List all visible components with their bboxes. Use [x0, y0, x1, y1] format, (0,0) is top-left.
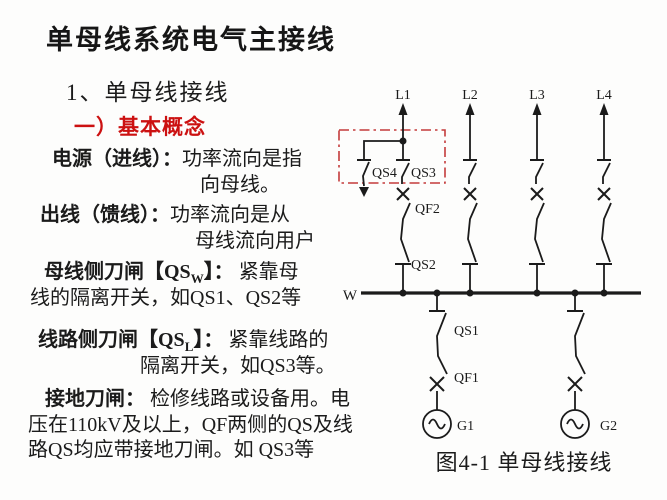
feeder-label-l3: L3	[529, 88, 545, 103]
subscript-w: W	[190, 271, 204, 286]
breaker-qf2-icon	[396, 187, 411, 263]
label-qf1: QF1	[454, 371, 479, 386]
generator-branch-g1	[422, 289, 452, 439]
generator-icon	[422, 409, 452, 439]
def-line-side-line2: 隔离开关，如QS3等。	[140, 355, 336, 377]
breaker-icon	[567, 376, 583, 392]
feeder-label-l2: L2	[462, 88, 478, 103]
arrow-up-icon	[599, 103, 609, 115]
feeder-label-l1: L1	[395, 88, 411, 103]
def-line-side-term: 线路侧刀闸【QSL】：	[38, 329, 224, 354]
def-outgoing-line1: 出线（馈线）：功率流向是从	[40, 204, 290, 227]
label-qs3: QS3	[411, 166, 436, 181]
def-bus-side-desc: 紧靠母	[233, 261, 299, 283]
breaker-qf1-icon	[429, 376, 445, 392]
section-heading: 一）基本概念	[74, 116, 206, 139]
def-grounding-line2: 压在110kV及以上，QF两侧的QS及线	[28, 414, 353, 436]
def-line-side-desc: 紧靠线路的	[223, 329, 329, 351]
def-bus-side-term: 母线侧刀闸【QSW】：	[44, 261, 234, 286]
breaker-icon	[530, 187, 545, 263]
breaker-icon	[597, 187, 612, 263]
highlight-box	[338, 129, 446, 184]
feeder-L4	[596, 103, 612, 297]
figure-caption: 图4-1 单母线接线	[436, 450, 613, 475]
feeder-L3	[529, 103, 545, 297]
grounding-branch-qs4	[357, 137, 407, 197]
def-outgoing-line2: 母线流向用户	[195, 230, 315, 252]
arrow-up-icon	[465, 103, 475, 115]
def-bus-side-line1: 母线侧刀闸【QSW】： 紧靠母	[44, 261, 299, 286]
def-source-term: 电源（进线）：	[52, 148, 182, 170]
label-qs1: QS1	[454, 324, 479, 339]
ground-arrow-icon	[359, 187, 369, 197]
feeder-L1	[395, 103, 411, 297]
slide-subtitle: 1、单母线接线	[66, 80, 230, 105]
def-source-line2: 向母线。	[200, 174, 280, 196]
def-grounding-line3: 路QS均应带接地刀闸。如 QS3等	[28, 439, 315, 461]
def-source-line1: 电源（进线）：功率流向是指	[52, 148, 302, 171]
def-source-desc: 功率流向是指	[182, 148, 302, 170]
label-qf2: QF2	[415, 202, 440, 217]
def-line-side-line1: 线路侧刀闸【QSL】： 紧靠线路的	[38, 329, 329, 354]
feeder-L2	[462, 103, 478, 297]
def-bus-side-line2: 线的隔离开关，如QS1、QS2等	[30, 287, 302, 309]
generator-branch-g2	[560, 289, 590, 439]
def-outgoing-term: 出线（馈线）：	[40, 204, 170, 226]
label-qs4: QS4	[372, 166, 397, 181]
busbar-label: W	[343, 288, 358, 304]
arrow-up-icon	[398, 103, 408, 115]
def-grounding-desc: 检修线路或设备用。电	[145, 388, 350, 410]
page-title: 单母线系统电气主接线	[46, 25, 336, 55]
def-outgoing-desc: 功率流向是从	[170, 204, 290, 226]
label-qs2: QS2	[411, 258, 436, 273]
breaker-icon	[463, 187, 478, 263]
subscript-l: L	[184, 339, 194, 354]
label-g1: G1	[457, 419, 474, 434]
def-grounding-line1: 接地刀闸： 检修线路或设备用。电	[45, 388, 350, 411]
feeder-label-l4: L4	[596, 88, 612, 103]
arrow-up-icon	[532, 103, 542, 115]
generator-icon	[560, 409, 590, 439]
label-g2: G2	[600, 419, 617, 434]
def-grounding-term: 接地刀闸：	[45, 388, 145, 410]
